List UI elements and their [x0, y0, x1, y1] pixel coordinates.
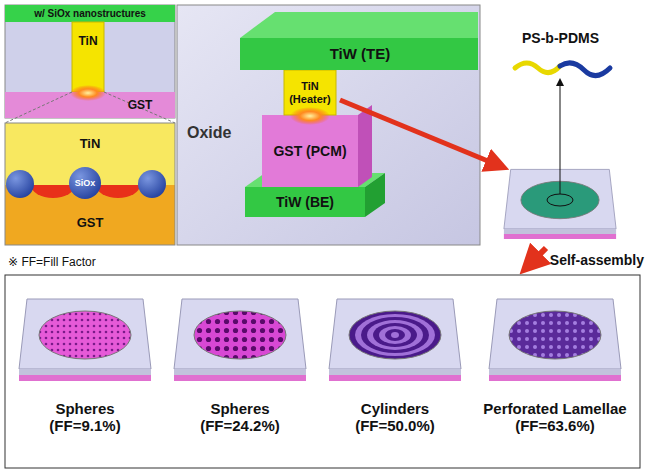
node-text: TiN — [80, 137, 101, 152]
heater-block: TiN (Heater) — [282, 70, 338, 115]
top-electrode: TiW (TE) — [290, 42, 430, 66]
pcm-layer: GST — [112, 96, 168, 116]
left-panel — [5, 5, 175, 245]
node-text: SiOx — [75, 178, 96, 188]
morphology-caption: Spheres (FF=9.1%) — [33, 392, 137, 442]
node-text: Spheres (FF=9.1%) — [33, 400, 137, 435]
node-text: GST (PCM) — [273, 143, 346, 159]
node-text: Oxide — [187, 124, 231, 142]
node-text: Cylinders (FF=50.0%) — [338, 400, 452, 435]
node-text: Spheres (FF=24.2%) — [183, 400, 297, 435]
node-text: Perforated Lamellae (FF=63.6%) — [468, 400, 642, 435]
morphology-caption: Spheres (FF=24.2%) — [183, 392, 297, 442]
block-copolymer-dish — [504, 63, 616, 266]
heater-layer: TiN — [5, 130, 175, 158]
node-text: GST — [128, 99, 153, 113]
node-text: w/ SiOx nanostructures — [34, 8, 146, 20]
process-label: Self-assembly — [550, 252, 644, 268]
bottom-electrode: TiW (BE) — [245, 187, 365, 217]
device-cross-section — [177, 5, 500, 245]
oxide-region: Oxide TiW (TE) TiN (Heater) GST (PCM) TiW (B… — [177, 5, 480, 245]
node-text: GST — [77, 216, 104, 231]
heater-block: TiN — [72, 24, 104, 60]
pcm-layer: GST — [5, 206, 175, 240]
pcm-block: GST (PCM) — [262, 115, 358, 187]
morphology-caption: Perforated Lamellae (FF=63.6%) — [468, 392, 642, 442]
node-text: TiW (TE) — [330, 45, 391, 62]
heading-band: w/ SiOx nanostructures — [5, 5, 175, 22]
polymer-label: PS-b-PDMS — [522, 30, 599, 46]
morphology-panel — [5, 275, 640, 468]
nanosphere: SiOx — [69, 175, 101, 191]
node-text: TiN — [78, 35, 97, 49]
node-text: TiW (BE) — [276, 194, 334, 210]
morphology-caption: Cylinders (FF=50.0%) — [338, 392, 452, 442]
node-text: TiN (Heater) — [282, 80, 338, 105]
note-text: ※ FF=Fill Factor — [8, 256, 96, 270]
